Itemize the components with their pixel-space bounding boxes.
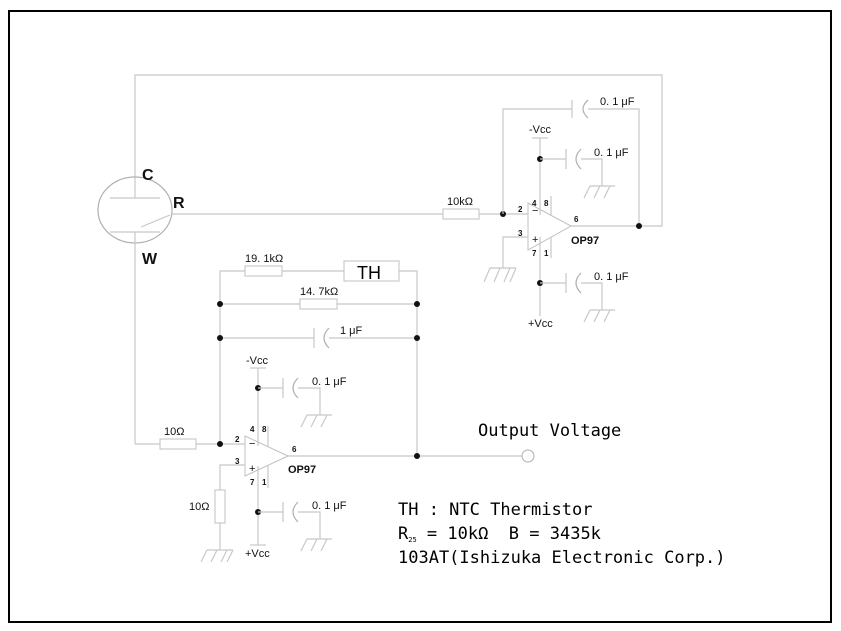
upper-pos-vcc-label: +Vcc	[528, 318, 553, 330]
note-line-3: 103AT(Ishizuka Electronic Corp.)	[398, 548, 726, 568]
node-lower-inv	[217, 441, 223, 447]
diagram-frame	[8, 10, 832, 623]
label-c: C	[142, 167, 154, 184]
lower-input-resistor	[159, 438, 197, 450]
node-lower-out	[414, 453, 420, 459]
node-fb-right-2	[414, 335, 420, 341]
feedback-cap-label: 1 μF	[340, 325, 363, 337]
note-line-1: TH : NTC Thermistor	[398, 500, 592, 520]
lower-pin-6-label: 6	[292, 445, 297, 454]
note-r-value: = 10kΩ B = 3435k	[417, 524, 601, 544]
note-line-2: R25 = 10kΩ B = 3435k	[398, 524, 601, 544]
electrochemical-cell: C R W	[97, 167, 185, 444]
svg-text:+: +	[532, 234, 538, 246]
pin-8-label: 8	[544, 199, 549, 208]
node-fb-right-1	[414, 301, 420, 307]
lower-pin-2-label: 2	[235, 435, 240, 444]
pin-6-label: 6	[574, 215, 579, 224]
note-r-subscript: 25	[408, 536, 416, 544]
upper-opamp-triangle	[527, 202, 573, 251]
lower-pin-7-label: 7	[250, 478, 255, 487]
resistor-19k1	[244, 265, 283, 277]
upper-opamp-label: OP97	[571, 235, 599, 247]
label-w: W	[142, 251, 158, 268]
node-upper-out	[636, 223, 642, 229]
pin-2-label: 2	[518, 205, 523, 214]
reference-electrode-tip	[140, 214, 171, 228]
lower-pin-4-label: 4	[250, 425, 255, 434]
lower-ground-resistor-label: 10Ω	[189, 501, 209, 513]
lower-opamp-label: OP97	[288, 464, 316, 476]
resistor-19k1-label: 19. 1kΩ	[245, 253, 283, 265]
upper-pos-cap-label: 0. 1 μF	[594, 271, 629, 283]
lower-opamp-triangle	[244, 435, 290, 477]
lower-pin-1-label: 1	[262, 478, 267, 487]
lower-neg-cap-label: 0. 1 μF	[312, 376, 347, 388]
thermistor-notes: TH : NTC Thermistor R25 = 10kΩ B = 3435k…	[398, 500, 726, 568]
pin-4-label: 4	[532, 199, 537, 208]
resistor-14k7	[299, 298, 338, 310]
svg-text:+: +	[249, 463, 255, 475]
upper-neg-cap-label: 0. 1 μF	[594, 147, 629, 159]
svg-text:−: −	[249, 438, 255, 450]
upper-neg-vcc-label: -Vcc	[529, 124, 552, 136]
upper-opamp-stage: 10kΩ 0. 1 μF 2 3 6 − + OP97 -Vcc	[172, 96, 642, 330]
note-r: R	[398, 524, 409, 544]
lower-input-resistor-label: 10Ω	[164, 426, 184, 438]
lower-neg-vcc-label: -Vcc	[246, 355, 269, 367]
resistor-14k7-label: 14. 7kΩ	[300, 286, 338, 298]
lower-pin-3-label: 3	[235, 457, 240, 466]
thermistor-label: TH	[357, 263, 381, 283]
node-fb-left-1	[217, 301, 223, 307]
upper-feedback-cap-label: 0. 1 μF	[600, 96, 635, 108]
upper-input-resistor-label: 10kΩ	[447, 196, 473, 208]
output-terminal	[521, 449, 535, 463]
pin-1-label: 1	[544, 249, 549, 258]
top-feedback-wire	[134, 74, 663, 227]
lower-pos-vcc-label: +Vcc	[245, 548, 270, 560]
lower-ground-resistor	[214, 489, 226, 524]
upper-input-resistor	[442, 208, 480, 220]
output-voltage-label: Output Voltage	[478, 421, 621, 441]
pin-7-label: 7	[532, 249, 537, 258]
pin-3-label: 3	[518, 229, 523, 238]
node-fb-left-2	[217, 335, 223, 341]
lower-pos-cap-label: 0. 1 μF	[312, 500, 347, 512]
label-r: R	[173, 195, 185, 212]
lower-pin-8-label: 8	[262, 425, 267, 434]
svg-text:−: −	[532, 205, 538, 217]
lower-opamp-stage: 10Ω 2 3 6 − + OP97 Output Voltage 10Ω -V…	[135, 355, 621, 563]
lower-feedback-network: 19. 1kΩ TH 14. 7kΩ 1 μF	[217, 253, 420, 456]
